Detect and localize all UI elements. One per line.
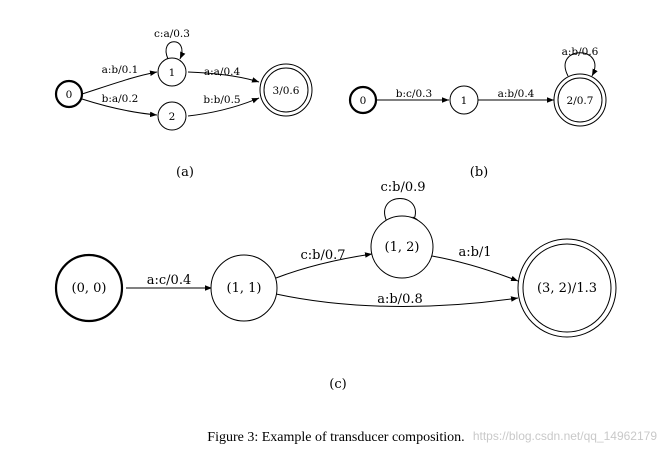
edge-label-a1-a3: a:a/0.4 — [204, 66, 241, 78]
edge-a1-a3 — [187, 71, 260, 83]
edge-a2-a3 — [187, 97, 260, 117]
state-b0-label: 0 — [360, 95, 367, 107]
edge-label-a1-a1: c:a/0.3 — [154, 28, 190, 40]
edge-label-c12-c32: a:b/1 — [458, 245, 491, 260]
state-b2-label: 2/0.7 — [567, 95, 594, 107]
state-c32 — [522, 243, 612, 333]
panel-a-label: (a) — [176, 165, 194, 180]
edge-label-b2-b2: a:b/0.6 — [562, 46, 599, 58]
panel-b-label: (b) — [470, 165, 488, 180]
edge-label-b0-b1: b:c/0.3 — [396, 88, 432, 100]
edge-c11-c32 — [275, 293, 519, 307]
state-a1-label: 1 — [169, 67, 176, 79]
state-c12 — [370, 215, 434, 279]
state-a3 — [263, 67, 309, 113]
state-a0 — [54, 79, 84, 109]
edge-c12-c32 — [431, 255, 519, 282]
edge-b2-b2 — [564, 52, 598, 77]
edge-label-b1-b2: a:b/0.4 — [498, 88, 535, 100]
edge-a0-a1 — [81, 70, 158, 95]
panel-a: a:b/0.1 b:a/0.2 c:a/0.3 a:a/0.4 b:b/0.5 … — [54, 28, 313, 180]
state-a2-label: 2 — [169, 111, 176, 123]
panel-c-label: (c) — [329, 377, 346, 392]
edge-label-c00-c11: a:c/0.4 — [147, 273, 191, 288]
state-a0-label: 0 — [66, 89, 73, 101]
edge-label-c11-c12: c:b/0.7 — [300, 248, 345, 263]
state-b2 — [557, 77, 603, 123]
edge-label-a0-a2: b:a/0.2 — [102, 93, 139, 105]
state-a3-label: 3/0.6 — [273, 85, 300, 97]
state-b1-label: 1 — [461, 95, 468, 107]
panel-b: b:c/0.3 a:b/0.4 a:b/0.6 0 1 2/0.7 (b) — [348, 46, 607, 180]
state-c32-label: (3, 2)/1.3 — [537, 281, 597, 296]
state-a1 — [157, 57, 187, 87]
figure-caption: Figure 3: Example of transducer composit… — [207, 430, 464, 445]
state-c00-label: (0, 0) — [72, 281, 107, 296]
state-c12-label: (1, 2) — [385, 240, 420, 255]
watermark-text: https://blog.csdn.net/qq_14962179 — [473, 429, 657, 443]
state-a2 — [157, 101, 187, 131]
state-c11 — [210, 254, 278, 322]
edge-a0-a2 — [81, 98, 158, 118]
edge-c12-c12 — [384, 198, 418, 225]
state-b1 — [449, 85, 479, 115]
edge-label-c12-c12: c:b/0.9 — [380, 180, 425, 195]
edge-c11-c12 — [275, 252, 373, 279]
state-b0 — [348, 85, 378, 115]
state-c11-label: (1, 1) — [227, 281, 262, 296]
panel-c: a:c/0.4 c:b/0.7 c:b/0.9 a:b/1 a:b/0.8 (0… — [54, 180, 617, 392]
edge-label-a2-a3: b:b/0.5 — [203, 94, 240, 106]
edge-label-a0-a1: a:b/0.1 — [102, 64, 139, 76]
state-c00 — [54, 253, 124, 323]
edge-a1-a1 — [165, 41, 186, 60]
edge-label-c11-c32: a:b/0.8 — [377, 292, 423, 307]
